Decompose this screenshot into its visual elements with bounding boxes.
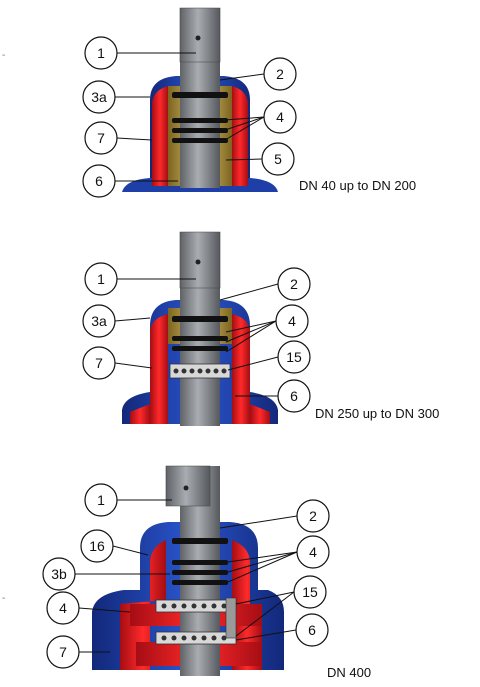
callout-7 — [82, 346, 116, 380]
valve-illustration — [122, 231, 278, 426]
bolt — [225, 597, 237, 639]
callout-label: 7 — [59, 644, 67, 660]
stem-square-top — [179, 231, 221, 289]
callout-7 — [46, 635, 80, 669]
edge-mark: - — [2, 593, 5, 604]
callout-label: 15 — [302, 584, 318, 600]
callout-label: 2 — [309, 508, 317, 524]
o-ring — [172, 570, 228, 575]
section-flange-right — [250, 404, 270, 424]
stem-hole — [195, 259, 201, 265]
callout-label: 5 — [274, 151, 282, 167]
callout-label: 6 — [95, 173, 103, 189]
o-ring — [172, 560, 228, 565]
callout-3a — [82, 80, 116, 114]
stem-square-top — [165, 465, 211, 507]
callout-label: 4 — [59, 600, 67, 616]
diagram-caption: DN 250 up to DN 300 — [315, 406, 439, 421]
callout-2 — [277, 267, 311, 301]
callout-label: 16 — [89, 538, 105, 554]
callout-lines — [75, 499, 298, 653]
callout-label: 7 — [95, 355, 103, 371]
bearing-balls — [161, 603, 227, 609]
o-ring — [172, 316, 228, 322]
section-right — [232, 86, 248, 186]
callout-label: 3b — [51, 566, 67, 582]
diagram-caption: DN 400 — [327, 665, 371, 680]
callout-lines — [114, 278, 279, 397]
callout-1 — [84, 483, 118, 517]
valve-illustration — [92, 465, 284, 676]
callout-6 — [277, 379, 311, 413]
callout-15 — [277, 340, 311, 374]
diagram-dn400: 1 2 16 4 3b 15 4 6 7 DN 400 — [42, 465, 371, 680]
callout-3b — [42, 557, 76, 591]
o-ring — [172, 92, 228, 98]
o-ring — [172, 346, 228, 351]
callout-5 — [261, 142, 295, 176]
o-ring — [172, 118, 228, 123]
callout-2 — [296, 499, 330, 533]
callout-label: 6 — [290, 388, 298, 404]
o-ring — [172, 138, 228, 143]
callout-label: 15 — [286, 349, 302, 365]
bearing-balls — [173, 368, 227, 374]
callout-4 — [46, 591, 80, 625]
callout-4 — [263, 100, 297, 134]
callout-2 — [263, 57, 297, 91]
stem-hole — [183, 485, 189, 491]
callout-label: 2 — [290, 276, 298, 292]
callout-circles — [42, 483, 330, 669]
section-left — [150, 314, 168, 424]
diagram-dn40-200: 1 2 3a 4 7 5 6 DN 40 up to DN 200 — [82, 7, 416, 198]
callout-label: 3a — [91, 89, 107, 105]
edge-mark: - — [2, 50, 5, 61]
callout-label: 1 — [97, 271, 105, 287]
o-ring — [172, 336, 228, 341]
callout-label: 6 — [308, 622, 316, 638]
callout-label: 1 — [97, 492, 105, 508]
stem-hole — [195, 35, 201, 41]
o-ring — [172, 538, 228, 544]
callout-lines — [115, 52, 265, 182]
o-ring — [172, 580, 228, 585]
diagram-dn250-300: 1 2 3a 4 7 15 6 DN 250 up to DN 300 — [82, 231, 439, 426]
diagram-caption: DN 40 up to DN 200 — [299, 178, 416, 193]
callout-circles — [82, 36, 297, 198]
callout-4 — [296, 535, 330, 569]
valve-illustration — [122, 7, 278, 192]
callout-label: 4 — [288, 313, 296, 329]
callout-1 — [84, 262, 118, 296]
callout-label: 4 — [309, 544, 317, 560]
callout-16 — [80, 529, 114, 563]
callout-label: 3a — [91, 313, 107, 329]
bearing-balls — [161, 635, 227, 641]
callout-15 — [293, 575, 327, 609]
section-flange-left — [130, 404, 150, 424]
callout-label: 2 — [276, 66, 284, 82]
callout-label: 7 — [97, 130, 105, 146]
callout-3a — [82, 304, 116, 338]
section-left — [152, 86, 168, 186]
callout-label: 1 — [97, 45, 105, 61]
callout-label: 4 — [276, 109, 284, 125]
callout-4 — [275, 304, 309, 338]
o-ring — [172, 128, 228, 133]
callout-6 — [295, 613, 329, 647]
stem-square-top — [179, 7, 221, 63]
callout-circles — [82, 262, 311, 413]
callout-6 — [82, 164, 116, 198]
callout-7 — [84, 121, 118, 155]
callout-1 — [84, 36, 118, 70]
